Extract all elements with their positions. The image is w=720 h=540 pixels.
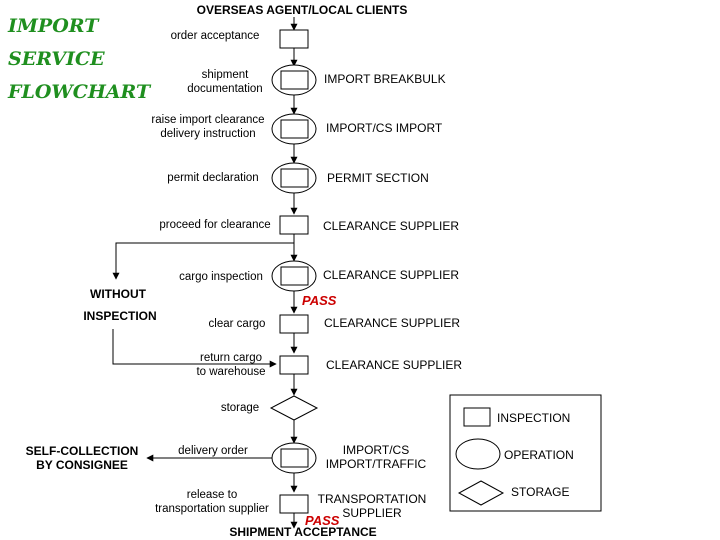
legend: INSPECTION OPERATION STORAGE bbox=[449, 394, 602, 512]
role-label: IMPORT/TRAFFIC bbox=[326, 457, 427, 471]
pass-label: PASS bbox=[302, 293, 337, 308]
role-label: SUPPLIER bbox=[342, 506, 402, 520]
role-label: CLEARANCE SUPPLIER bbox=[326, 358, 462, 372]
inspection-symbol bbox=[279, 314, 309, 334]
step-permit-declaration bbox=[271, 162, 317, 194]
without-inspection-branch bbox=[112, 242, 294, 280]
role-label: PERMIT SECTION bbox=[327, 171, 429, 185]
pass-label: PASS bbox=[305, 513, 340, 528]
self-collection-label: BY CONSIGNEE bbox=[36, 458, 128, 472]
step-label: permit declaration bbox=[167, 172, 258, 184]
inspection-symbol bbox=[279, 215, 309, 235]
step-label: documentation bbox=[187, 83, 262, 95]
legend-inspection-symbol bbox=[463, 407, 491, 427]
step-raise-import-clearance bbox=[271, 113, 317, 145]
step-storage bbox=[269, 395, 319, 421]
step-label: storage bbox=[221, 402, 259, 414]
without-inspection-label: WITHOUT bbox=[90, 287, 147, 301]
step-return-cargo bbox=[279, 355, 309, 375]
step-cargo-inspection bbox=[271, 260, 317, 292]
step-label: delivery order bbox=[178, 445, 248, 457]
step-proceed-for-clearance bbox=[279, 215, 309, 235]
step-order-acceptance bbox=[279, 29, 309, 49]
step-delivery-order bbox=[271, 442, 317, 474]
self-collection-label: SELF-COLLECTION bbox=[26, 444, 139, 458]
role-label: TRANSPORTATION bbox=[318, 492, 427, 506]
step-label: delivery instruction bbox=[160, 128, 255, 140]
inspection-symbol bbox=[279, 494, 309, 514]
inspection-symbol bbox=[279, 355, 309, 375]
inspection-symbol bbox=[279, 29, 309, 49]
role-label: IMPORT/CS IMPORT bbox=[326, 121, 443, 135]
step-release-to-transportation bbox=[279, 494, 309, 514]
title-line-1: IMPORT bbox=[7, 15, 100, 37]
step-shipment-documentation bbox=[271, 64, 317, 96]
step-label: clear cargo bbox=[209, 318, 266, 330]
without-inspection-return bbox=[112, 329, 277, 368]
step-label: transportation supplier bbox=[155, 503, 269, 515]
step-label: proceed for clearance bbox=[159, 219, 270, 231]
step-label: release to bbox=[187, 489, 238, 501]
legend-operation-symbol bbox=[455, 438, 501, 470]
role-label: CLEARANCE SUPPLIER bbox=[323, 219, 459, 233]
step-label: order acceptance bbox=[171, 30, 260, 42]
step-label: to warehouse bbox=[196, 366, 265, 378]
storage-symbol bbox=[269, 395, 319, 421]
step-label: return cargo bbox=[200, 352, 262, 364]
legend-storage-label: STORAGE bbox=[511, 485, 569, 499]
step-label: raise import clearance bbox=[151, 114, 264, 126]
inspection-symbol bbox=[280, 448, 309, 468]
inspection-symbol bbox=[280, 70, 309, 90]
inspection-symbol bbox=[280, 168, 309, 188]
without-inspection-label: INSPECTION bbox=[83, 309, 156, 323]
step-label: cargo inspection bbox=[179, 271, 263, 283]
step-label: shipment bbox=[202, 69, 249, 81]
role-label: IMPORT BREAKBULK bbox=[324, 72, 446, 86]
legend-storage-symbol bbox=[457, 480, 505, 506]
step-clear-cargo bbox=[279, 314, 309, 334]
inspection-symbol bbox=[280, 266, 309, 286]
bottom-label: SHIPMENT ACCEPTANCE bbox=[229, 525, 376, 539]
legend-operation-label: OPERATION bbox=[504, 448, 574, 462]
top-label: OVERSEAS AGENT/LOCAL CLIENTS bbox=[197, 3, 408, 17]
role-label: IMPORT/CS bbox=[343, 443, 409, 457]
role-label: CLEARANCE SUPPLIER bbox=[324, 316, 460, 330]
legend-inspection-label: INSPECTION bbox=[497, 411, 570, 425]
title-line-3: FLOWCHART bbox=[7, 81, 152, 103]
inspection-symbol bbox=[280, 119, 309, 139]
title-line-2: SERVICE bbox=[8, 48, 105, 70]
role-label: CLEARANCE SUPPLIER bbox=[323, 268, 459, 282]
